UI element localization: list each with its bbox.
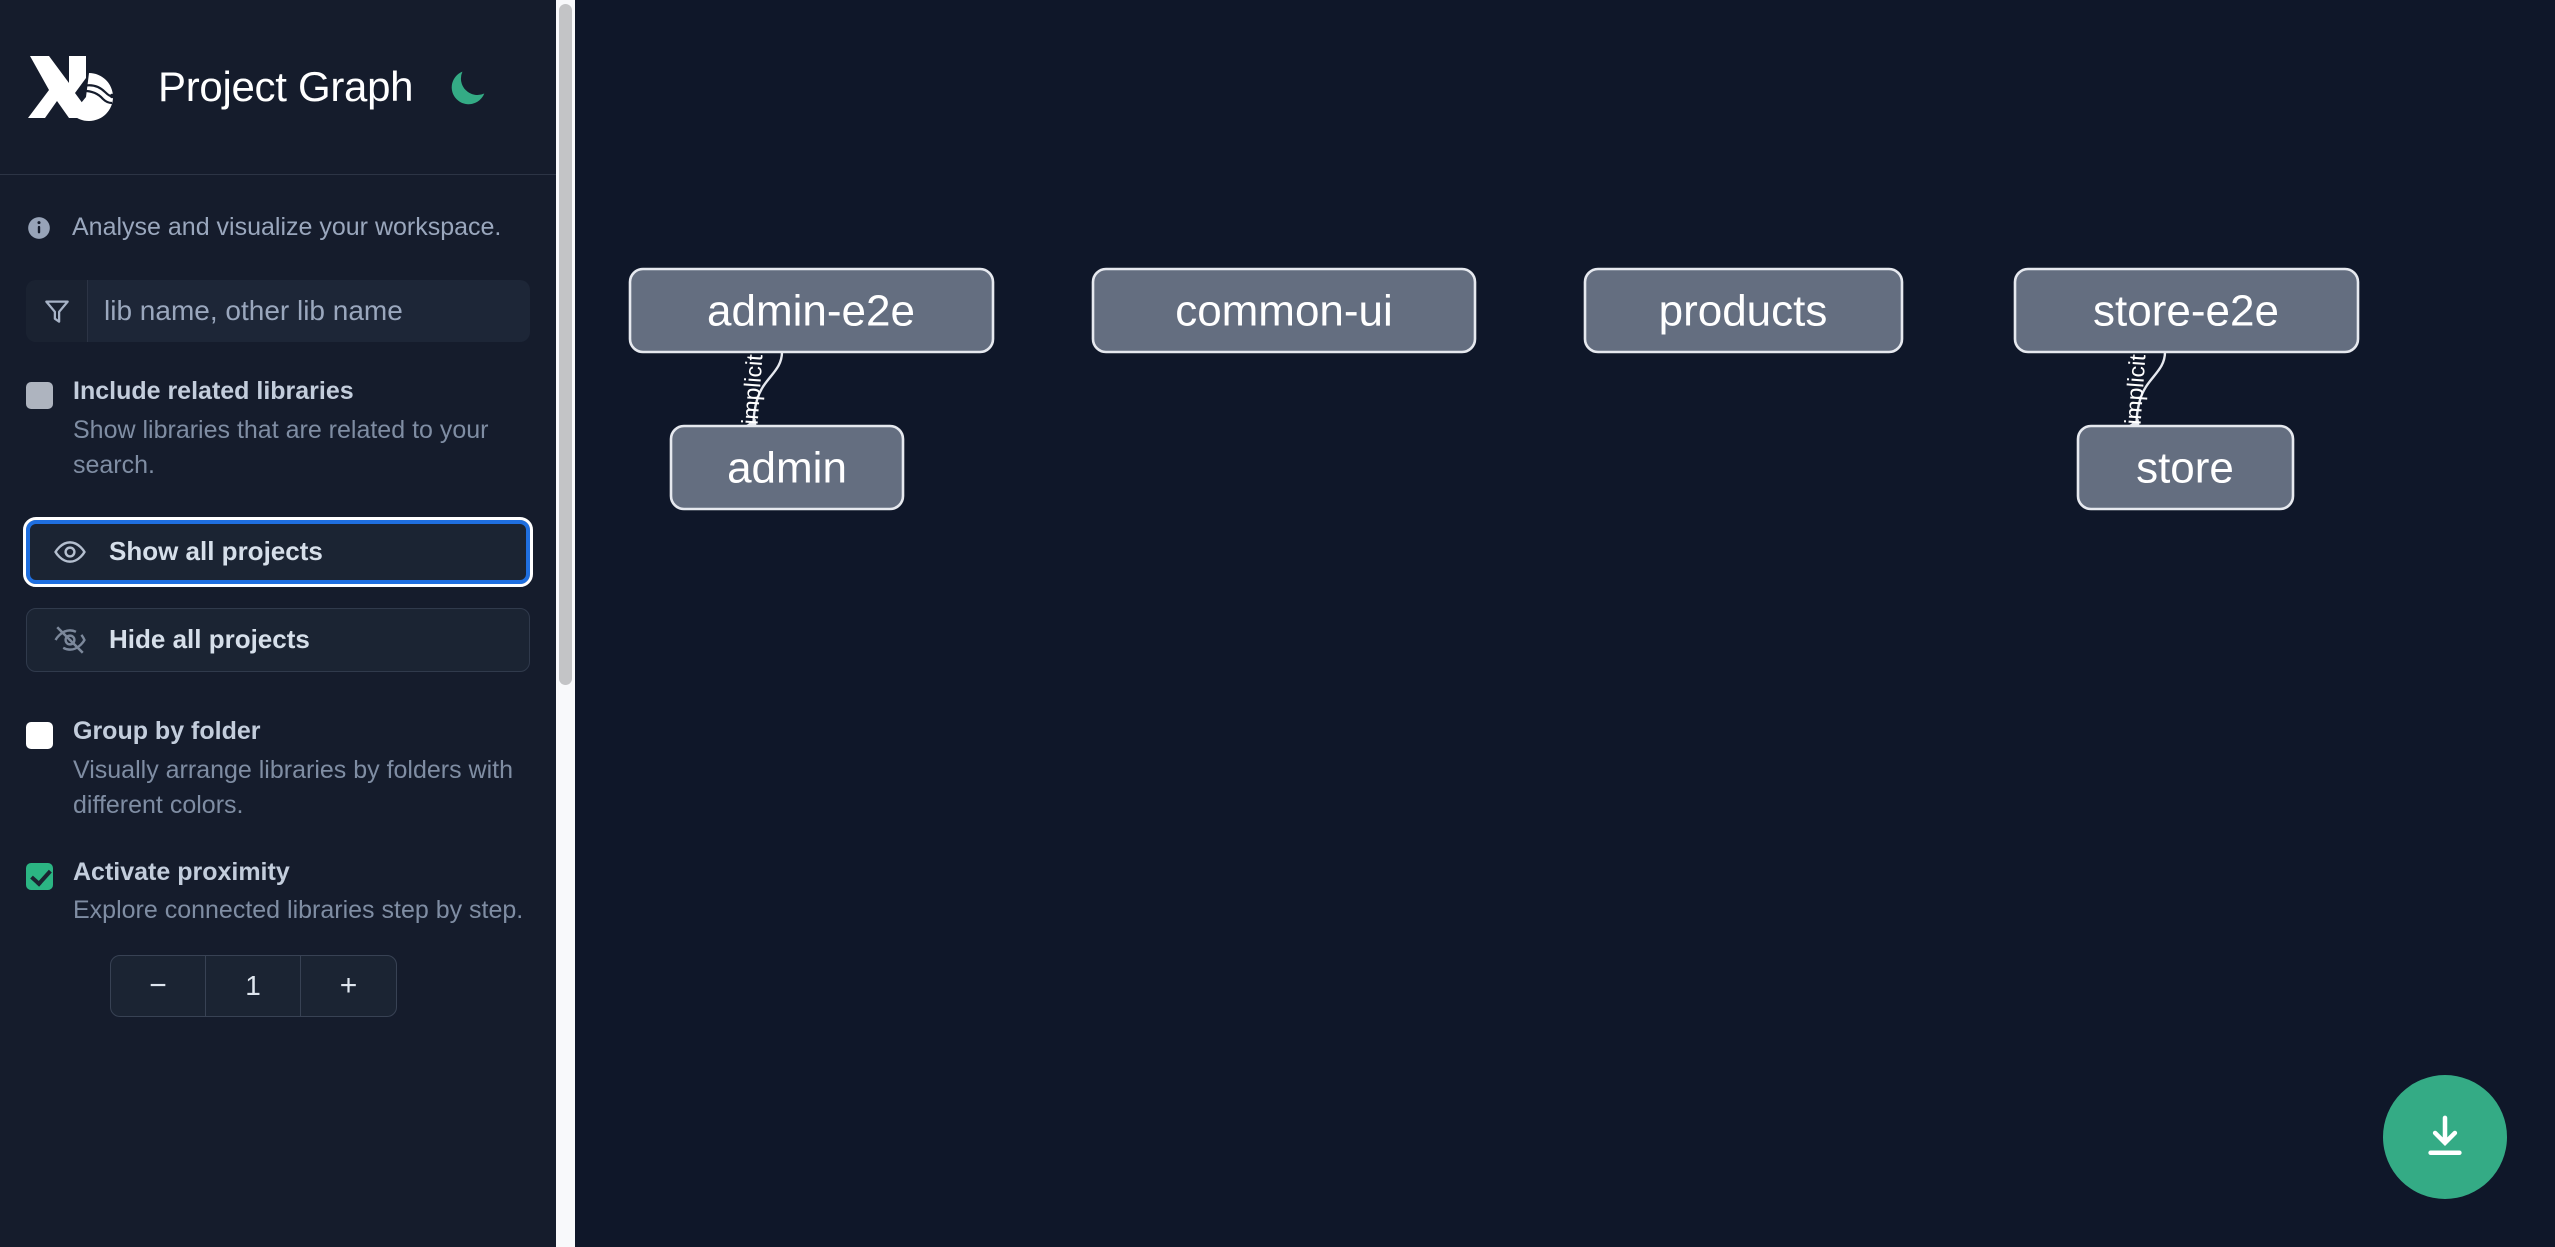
hide-all-projects-button[interactable]: Hide all projects — [26, 607, 530, 672]
option-activate-proximity: Activate proximity Explore connected lib… — [0, 856, 556, 929]
option-title: Group by folder — [73, 716, 261, 745]
graph-node-label: admin — [727, 444, 847, 493]
tagline-text: Analyse and visualize your workspace. — [72, 213, 502, 241]
eye-off-icon — [53, 623, 87, 657]
graph-node-store-e2e[interactable]: store-e2e — [2013, 267, 2360, 354]
download-icon — [2428, 1115, 2462, 1155]
graph-node-label: store-e2e — [2093, 287, 2279, 336]
graph-node-label: products — [1659, 287, 1828, 336]
show-all-projects-button[interactable]: Show all projects — [23, 516, 533, 587]
group-by-folder-checkbox[interactable] — [26, 721, 53, 749]
activate-proximity-checkbox[interactable] — [26, 862, 53, 890]
option-description: Explore connected libraries step by step… — [73, 896, 524, 925]
graph-edge-store-e2e-store[interactable]: implicit — [2120, 351, 2167, 438]
search-input[interactable] — [88, 280, 530, 342]
download-image-button[interactable] — [2383, 1075, 2507, 1199]
sidebar-header: Project Graph — [0, 0, 556, 175]
edge-label: implicit — [2120, 353, 2151, 426]
graph-node-common-ui[interactable]: common-ui — [1091, 267, 1477, 354]
project-graph-svg: implicit implicit admin-e2e admin common… — [628, 267, 2360, 511]
filter-icon[interactable] — [26, 280, 88, 342]
proximity-value: 1 — [206, 955, 301, 1016]
option-title: Include related libraries — [73, 377, 354, 405]
filter-box — [26, 280, 530, 342]
filter-row — [0, 280, 556, 342]
hide-all-projects-label: Hide all projects — [109, 624, 310, 655]
edge-label: implicit — [737, 353, 768, 426]
graph-node-label: common-ui — [1175, 287, 1393, 336]
tagline: Analyse and visualize your workspace. — [0, 175, 556, 280]
graph-node-label: store — [2136, 444, 2234, 493]
option-description: Show libraries that are related to your … — [73, 415, 489, 480]
moon-icon[interactable] — [443, 62, 493, 112]
info-icon — [28, 216, 50, 239]
eye-icon — [53, 535, 87, 569]
option-description: Visually arrange libraries by folders wi… — [73, 755, 514, 820]
graph-node-admin-e2e[interactable]: admin-e2e — [628, 267, 995, 354]
graph-node-admin[interactable]: admin — [669, 424, 905, 511]
proximity-increment-button[interactable]: + — [339, 968, 358, 1002]
include-related-libraries-checkbox[interactable] — [26, 382, 53, 409]
graph-canvas[interactable]: implicit implicit admin-e2e admin common… — [575, 0, 2555, 1247]
graph-node-products[interactable]: products — [1583, 267, 1904, 354]
graph-edge-admin-e2e-admin[interactable]: implicit — [737, 351, 784, 438]
sidebar-scrollbar-thumb[interactable] — [559, 4, 572, 685]
option-include-related-libraries: Include related libraries Show libraries… — [0, 375, 556, 484]
sidebar: Project Graph Analyse and visualize your… — [0, 0, 556, 1247]
option-title: Activate proximity — [73, 857, 290, 886]
option-group-by-folder: Group by folder Visually arrange librari… — [0, 715, 556, 824]
show-all-projects-label: Show all projects — [109, 536, 323, 567]
graph-node-label: admin-e2e — [707, 287, 915, 336]
graph-node-store[interactable]: store — [2076, 424, 2295, 511]
proximity-decrement-button[interactable]: − — [111, 955, 206, 1016]
proximity-stepper: − 1 + — [110, 954, 397, 1017]
proximity-stepper-row: − 1 + — [0, 954, 556, 1017]
nx-logo-icon — [28, 56, 115, 122]
page-title: Project Graph — [158, 63, 414, 110]
